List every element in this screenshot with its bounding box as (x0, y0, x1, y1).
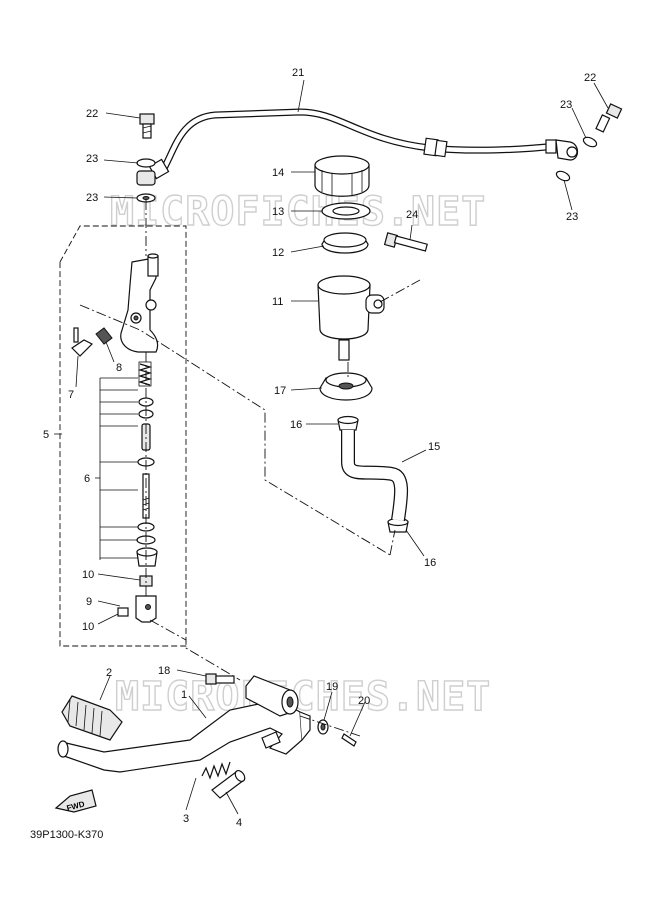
reservoir-hose[interactable] (341, 430, 409, 522)
callout-5: 5 (43, 429, 49, 441)
connection-line-a (79, 304, 391, 556)
callout-labels: 1 2 3 4 5 6 7 8 9 10 10 11 12 13 14 15 1… (43, 67, 596, 829)
return-spring[interactable] (201, 761, 231, 780)
pedal-rubber[interactable] (61, 695, 123, 741)
callout-12: 12 (272, 247, 284, 259)
callout-18: 18 (158, 665, 170, 677)
union-bolt-right[interactable] (595, 103, 623, 133)
callout-9: 9 (86, 596, 92, 608)
bleed-screw[interactable] (71, 327, 94, 357)
callout-4: 4 (236, 817, 242, 829)
callout-22b: 22 (584, 72, 596, 84)
callout-17: 17 (274, 385, 286, 397)
boot-and-clips[interactable] (136, 522, 158, 567)
master-cylinder-kit-box (59, 225, 187, 647)
reservoir-tank[interactable] (317, 275, 385, 361)
callout-20: 20 (358, 695, 370, 707)
collar[interactable] (211, 769, 247, 799)
reservoir-cap[interactable] (314, 155, 370, 197)
connection-line-e (149, 619, 241, 681)
callout-22a: 22 (86, 108, 98, 120)
callout-24: 24 (406, 209, 418, 221)
callout-19: 19 (326, 681, 338, 693)
callout-21: 21 (292, 67, 304, 79)
spring[interactable] (137, 361, 153, 387)
axis-line-pedal (299, 715, 361, 737)
callout-23d: 23 (566, 211, 578, 223)
clevis[interactable] (117, 595, 157, 623)
diagram-code: 39P1300-K370 (30, 829, 104, 841)
master-cylinder-body[interactable] (120, 253, 159, 353)
callout-1: 1 (181, 689, 187, 701)
callout-14: 14 (272, 167, 284, 179)
callout-7: 7 (68, 389, 74, 401)
callout-10b: 10 (82, 621, 94, 633)
pedal-bolt[interactable] (205, 673, 235, 685)
callout-23a: 23 (86, 153, 98, 165)
diaphragm[interactable] (321, 232, 369, 254)
copper-washers[interactable] (136, 135, 598, 203)
callout-15: 15 (428, 441, 440, 453)
connection-line-b (389, 529, 396, 556)
callout-13: 13 (272, 206, 284, 218)
callout-16b: 16 (424, 557, 436, 569)
cotter-pin[interactable] (341, 733, 357, 747)
fwd-arrow: FWD (54, 789, 97, 813)
callout-23c: 23 (560, 99, 572, 111)
leader-lines (54, 79, 609, 815)
callout-23b: 23 (86, 192, 98, 204)
callout-11: 11 (272, 296, 283, 308)
pedal-washer[interactable] (317, 719, 329, 735)
union-bolt-left[interactable] (139, 113, 155, 139)
callout-8: 8 (116, 362, 122, 374)
callout-10a: 10 (82, 569, 94, 581)
callout-2: 2 (106, 667, 112, 679)
brake-pedal[interactable] (57, 675, 311, 773)
cap-plate[interactable] (321, 202, 371, 220)
brake-hose[interactable] (148, 108, 579, 180)
callout-3: 3 (183, 813, 189, 825)
callout-6: 6 (84, 473, 90, 485)
reservoir-holder[interactable] (319, 372, 373, 401)
bleed-cap[interactable] (95, 327, 113, 345)
reservoir-bolt[interactable] (383, 232, 428, 252)
watermark-top: MICROFICHES.NET (110, 189, 486, 235)
connection-line-c (379, 279, 421, 303)
callout-16a: 16 (290, 419, 302, 431)
